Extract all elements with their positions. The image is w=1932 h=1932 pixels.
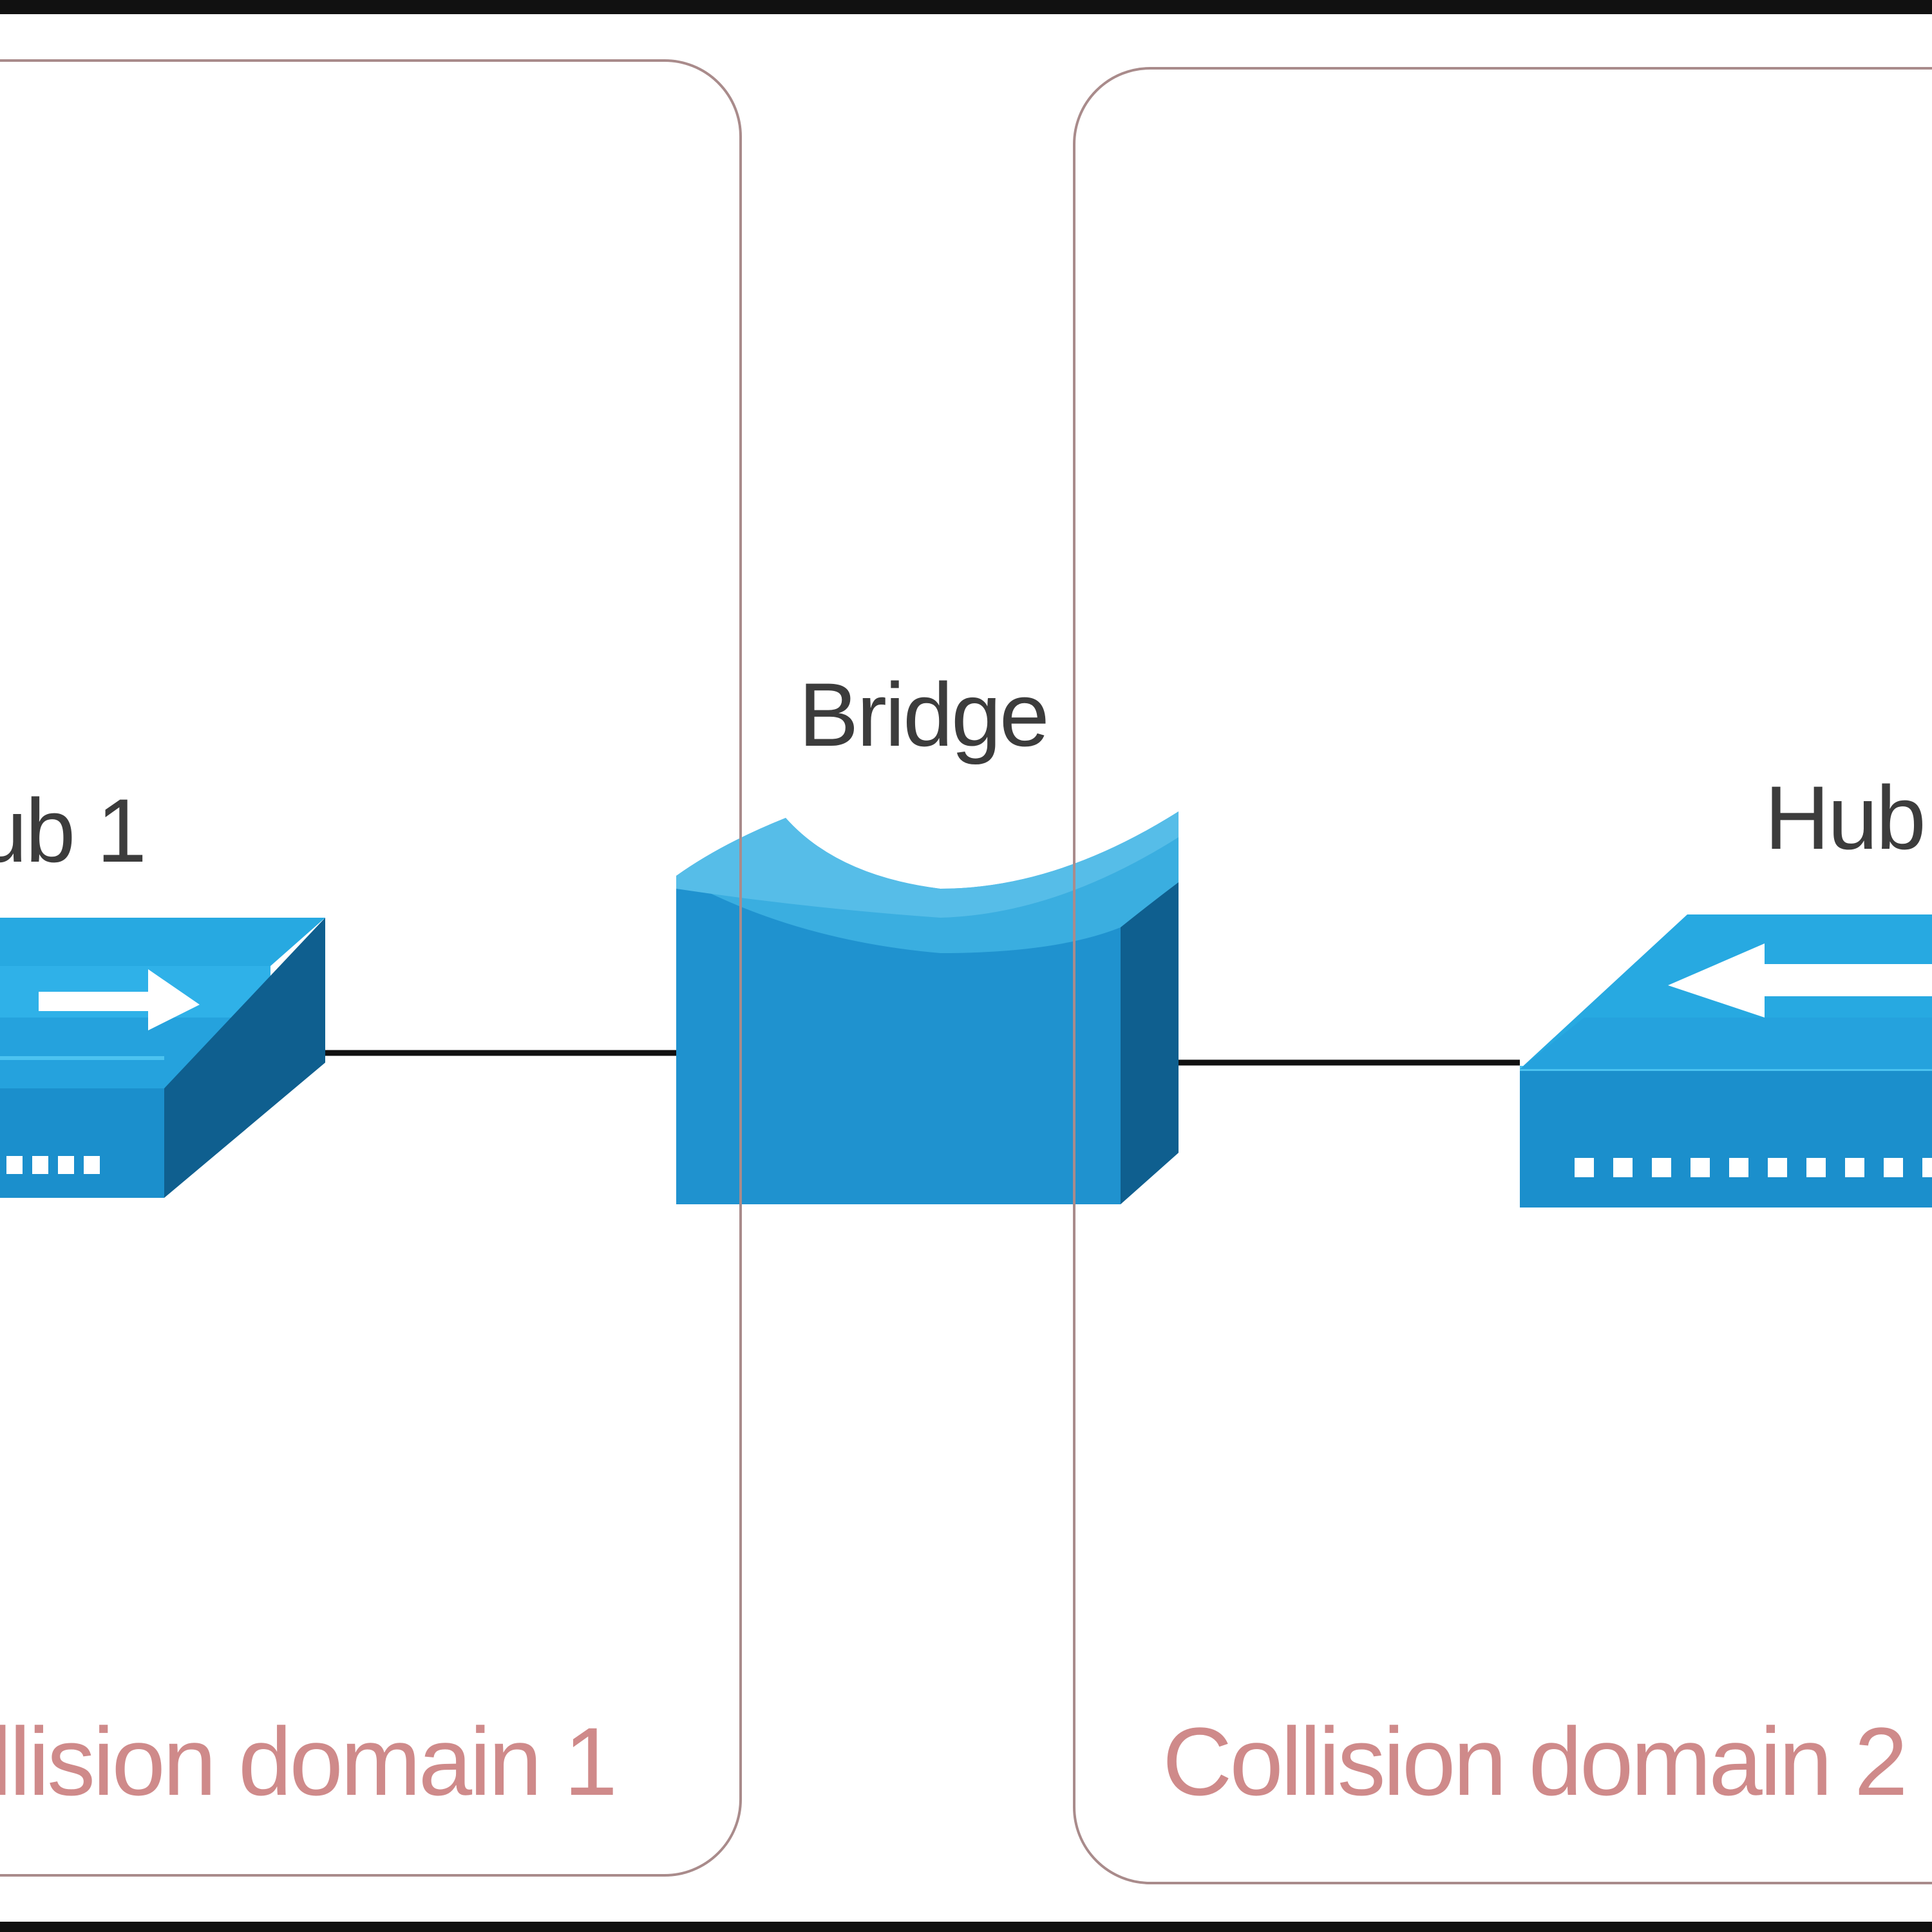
hub-2-label: Hub 2: [1765, 767, 1932, 868]
hub-2-icon: [1520, 914, 1932, 1208]
hub-1-label: Hub 1: [0, 780, 147, 881]
collision-domain-1-box: [0, 59, 742, 1877]
frame-top-border: [0, 0, 1932, 14]
frame-bottom-border: [0, 1922, 1932, 1932]
bridge-label: Bridge: [799, 664, 1050, 765]
collision-domain-2-box: [1073, 67, 1932, 1884]
hub-1-arrow-icon: [39, 969, 200, 1030]
collision-domain-1-label: Collision domain 1: [0, 1707, 618, 1815]
collision-domain-2-label: Collision domain 2: [1162, 1707, 1908, 1815]
hub-1-icon: [0, 918, 325, 1198]
bridge-icon: [676, 811, 1179, 1204]
hub-2-arrow-icon: [1668, 943, 1932, 1018]
